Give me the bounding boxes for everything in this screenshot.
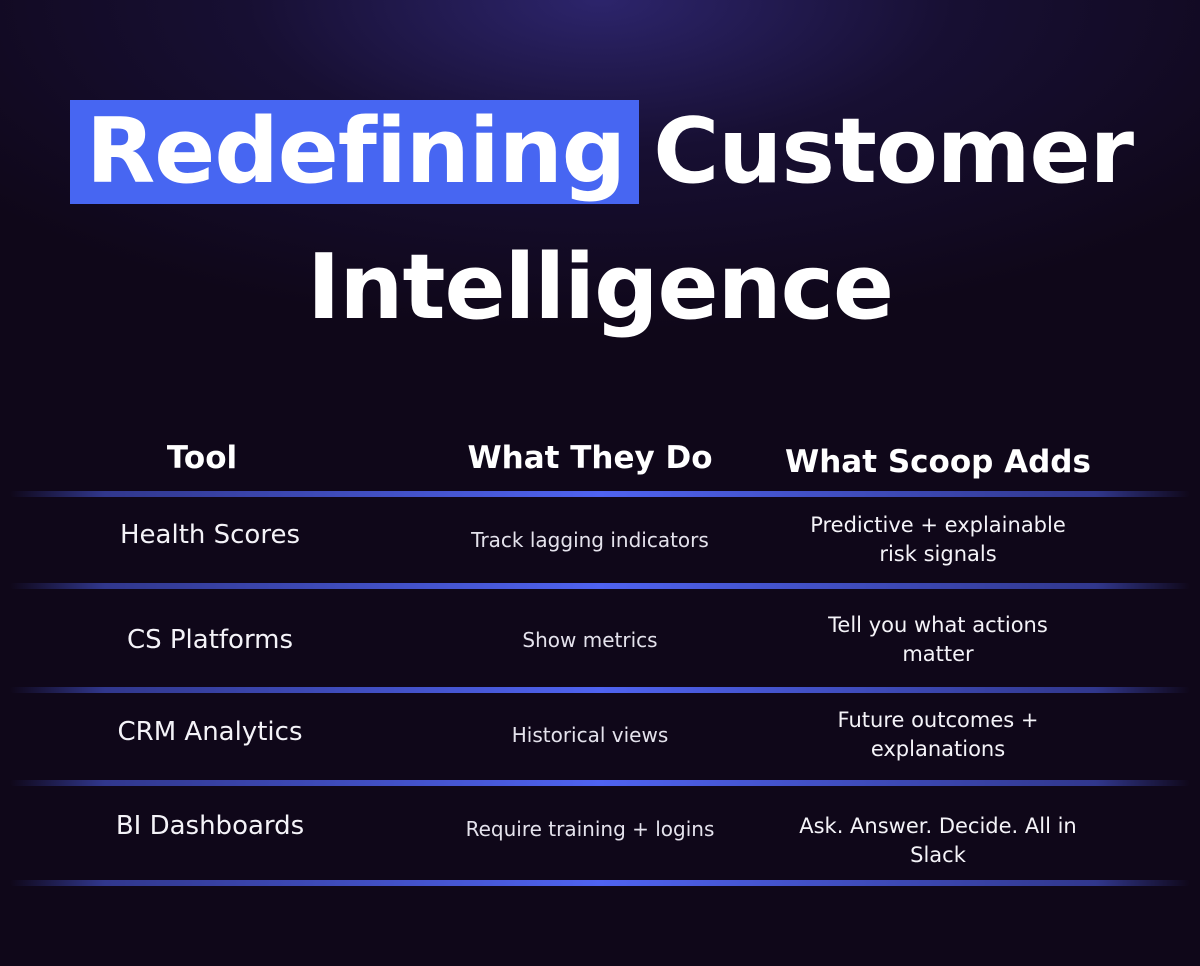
cell-what-they-do: Require training + logins (465, 817, 715, 841)
cell-line: Predictive + explainable (810, 513, 1066, 537)
header-what-they-do: What They Do (467, 440, 713, 476)
title-highlight: Redefining (70, 100, 640, 204)
title-word-customer: Customer (653, 99, 1134, 204)
cell-what-scoop-adds: Future outcomes + explanations (778, 706, 1098, 764)
header-what-scoop-adds: What Scoop Adds (785, 444, 1091, 480)
cell-line: Slack (910, 843, 966, 867)
cell-what-scoop-adds: Predictive + explainable risk signals (778, 511, 1098, 569)
cell-line: Ask. Answer. Decide. All in (799, 814, 1077, 838)
row-divider (10, 583, 1190, 589)
cell-tool: CS Platforms (126, 625, 294, 655)
cell-tool: CRM Analytics (117, 717, 303, 747)
cell-what-scoop-adds: Ask. Answer. Decide. All in Slack (778, 812, 1098, 870)
row-divider (10, 491, 1190, 497)
cell-tool: BI Dashboards (115, 811, 305, 841)
cell-what-they-do: Show metrics (522, 628, 658, 652)
cell-what-they-do: Track lagging indicators (471, 528, 709, 552)
cell-what-scoop-adds: Tell you what actions matter (778, 611, 1098, 669)
title-line-2: Intelligence (306, 235, 894, 340)
row-divider (10, 780, 1190, 786)
cell-line: Tell you what actions (828, 613, 1048, 637)
row-divider (10, 880, 1190, 886)
cell-line: explanations (870, 737, 1006, 761)
cell-line: risk signals (879, 542, 997, 566)
row-divider (10, 687, 1190, 693)
header-tool: Tool (166, 440, 238, 476)
cell-line: Future outcomes + (837, 708, 1039, 732)
cell-tool: Health Scores (119, 520, 300, 550)
cell-what-they-do: Historical views (511, 723, 669, 747)
cell-line: matter (902, 642, 974, 666)
